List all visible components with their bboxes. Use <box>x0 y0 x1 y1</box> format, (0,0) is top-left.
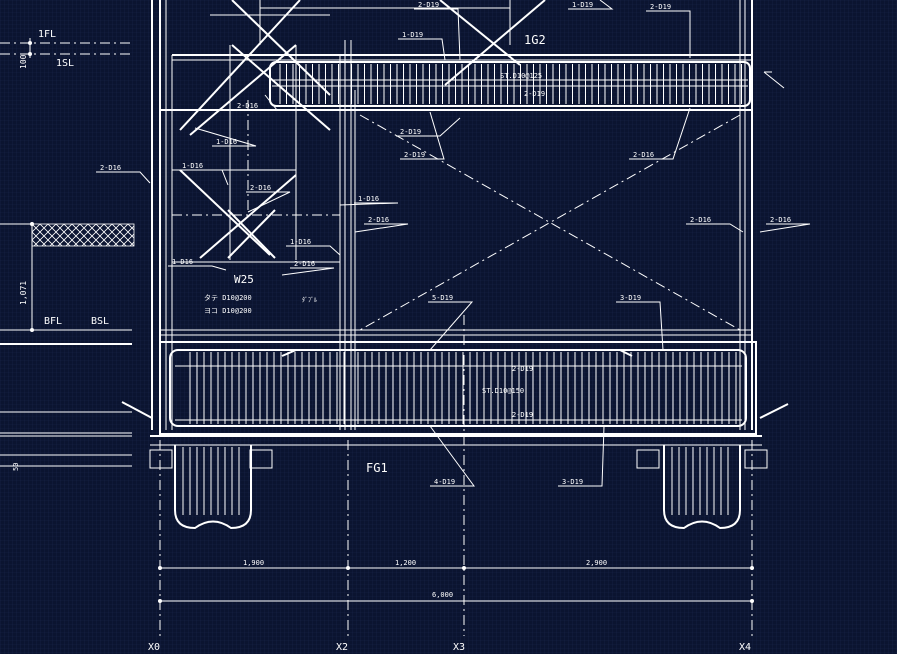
callout-leader <box>616 301 664 351</box>
wall-horiz-note: ヨコ D10@200 <box>204 307 252 315</box>
callout-leader <box>400 111 445 160</box>
level-1fl: 1FL <box>38 29 56 40</box>
callout-label: 4-D19 <box>434 478 455 486</box>
callout-leader <box>194 127 257 147</box>
callout-leader <box>354 223 409 233</box>
grid-x0: X0 <box>148 642 160 653</box>
dim-100: 100 <box>19 54 28 69</box>
callout-label: 2-D19 <box>650 3 671 11</box>
dim-2900: 2,900 <box>586 559 607 567</box>
callout-label: 1-D16 <box>172 258 193 266</box>
callout-label: 1-D16 <box>216 138 237 146</box>
callout-label: 2-D16 <box>100 164 121 172</box>
callout-label: 2-D16 <box>770 216 791 224</box>
callout-label: 2-D16 <box>368 216 389 224</box>
rebar-callouts: 2-D19 1-D19 2-D19 1-D19 2-D16 1-D16 2-D16 1-D16… <box>96 0 811 487</box>
callout-label: 3-D19 <box>562 478 583 486</box>
g2-stirrup-note: ST.D10@125 <box>500 72 542 80</box>
callout-leader <box>414 8 461 61</box>
callout-leader <box>396 117 461 137</box>
callout-label: 2-D16 <box>237 102 258 110</box>
callout-label: 1-D16 <box>182 162 203 170</box>
callout-label: 1-D19 <box>402 31 423 39</box>
callout-label: 2-D16 <box>294 260 315 268</box>
beam-label-fg1: FG1 <box>366 461 388 475</box>
callout-label: 2-D16 <box>633 151 654 159</box>
callout-leader <box>339 202 399 206</box>
callout-label: 2-D19 <box>404 151 425 159</box>
grid-x2: X2 <box>336 642 348 653</box>
level-bsl: BSL <box>91 316 109 327</box>
callout-leader <box>629 107 691 160</box>
g2-bottom-note: 2-D19 <box>524 90 545 98</box>
callout-label: 1-D19 <box>572 1 593 9</box>
fg1-top-note: 2-D19 <box>512 365 533 373</box>
level-1sl: 1SL <box>56 58 74 69</box>
dim-1900: 1,900 <box>243 559 264 567</box>
callout-label: 2-D16 <box>690 216 711 224</box>
piles <box>149 445 768 530</box>
beam-label-1g2: 1G2 <box>524 33 546 47</box>
beam-1g2: 1G2 ST.D10@125 2-D19 <box>160 33 785 111</box>
callout-leader <box>286 245 341 256</box>
callout-leader <box>646 10 691 58</box>
ground-hatch <box>31 223 135 247</box>
fg1-bottom-note: 2-D19 <box>512 411 533 419</box>
grid-x3: X3 <box>453 642 465 653</box>
callout-leader <box>178 169 229 186</box>
upper-diagonals <box>179 0 546 131</box>
dim-6000: 6,000 <box>432 591 453 599</box>
callout-label: 2-D16 <box>250 184 271 192</box>
callout-leader <box>686 223 744 233</box>
level-markers: 1FL 1SL 100 1,071 BFL BSL 50 <box>0 29 135 471</box>
callout-leader <box>429 425 475 487</box>
dim-1200: 1,200 <box>395 559 416 567</box>
callout-leader <box>168 265 227 271</box>
callout-leader <box>558 425 605 487</box>
callout-leader <box>96 171 151 184</box>
callout-leader <box>246 191 291 213</box>
callout-label: 2-D19 <box>418 1 439 9</box>
callout-label: 3-D19 <box>620 294 641 302</box>
beam-fg1: FG1 2-D19 ST.D10@150 2-D19 <box>121 341 789 475</box>
callout-label: 5-D19 <box>432 294 453 302</box>
dim-1071: 1,071 <box>19 281 28 305</box>
wall-vert-note: タテ D10@200 <box>204 293 252 302</box>
callout-leader <box>281 267 335 276</box>
callout-leader <box>568 0 614 10</box>
dim-50: 50 <box>12 463 20 471</box>
wall-w25: W25 タテ D10@200 ヨコ D10@200 ﾀﾞﾌﾞﾙ <box>172 44 340 315</box>
grid-x4: X4 <box>739 642 751 653</box>
wall-label-w25: W25 <box>234 273 254 286</box>
callout-leader <box>398 38 446 61</box>
callout-label: 1-D16 <box>358 195 379 203</box>
bay-diagonals <box>160 114 752 336</box>
callout-label: 2-D19 <box>400 128 421 136</box>
callout-leader <box>428 301 474 351</box>
callout-leader <box>759 223 811 233</box>
fg1-stirrup-note: ST.D10@150 <box>482 387 524 395</box>
callout-leader <box>233 94 279 111</box>
wall-double-note: ﾀﾞﾌﾞﾙ <box>302 297 317 304</box>
level-bfl: BFL <box>44 316 62 327</box>
callout-label: 1-D16 <box>290 238 311 246</box>
grid-and-dimensions: 1,900 1,200 2,900 6,000 X0 X2 X3 X4 <box>148 315 754 653</box>
